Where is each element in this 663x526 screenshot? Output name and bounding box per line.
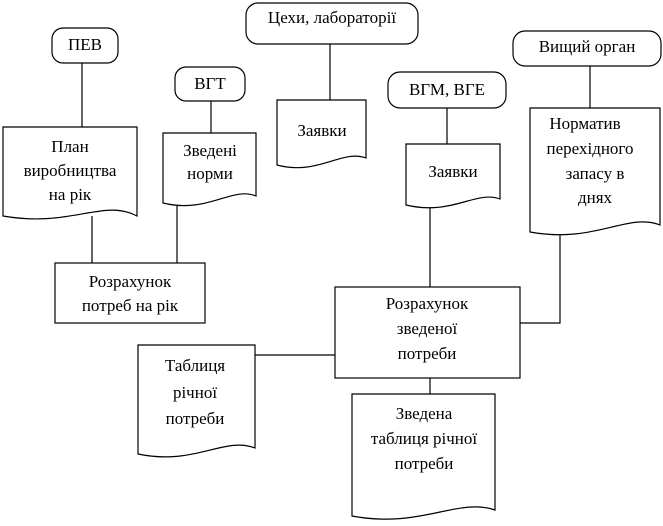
- doc-consolidated-annual-table-line-2: таблиця річної: [371, 429, 478, 448]
- doc-annual-need-table-frame: [137, 344, 256, 458]
- doc-requests-1: Заявки: [276, 99, 367, 169]
- node-vgt-label: ВГТ: [194, 74, 226, 93]
- doc-transition-stock-norm-line-2: перехідного: [547, 139, 634, 158]
- doc-transition-stock-norm: Норматив перехідного запасу в днях: [529, 107, 661, 236]
- doc-requests-2: Заявки: [405, 143, 501, 209]
- process-annual-need-calc: Розрахунок потреб на рік: [54, 262, 206, 324]
- node-higher-body: Вищий орган: [512, 30, 662, 67]
- process-annual-need-calc-line-1: Розрахунок: [89, 272, 172, 291]
- doc-consolidated-norms-line-1: Зведені: [183, 141, 237, 160]
- node-vgt: ВГТ: [174, 66, 246, 102]
- doc-transition-stock-norm-line-4: днях: [578, 188, 613, 207]
- node-vgm-vge-frame: [387, 71, 507, 109]
- doc-annual-need-table-line-3: потреби: [166, 409, 225, 428]
- connector-norm-consolidated: [520, 230, 561, 324]
- doc-transition-stock-norm-line-3: запасу в: [566, 164, 625, 183]
- doc-consolidated-norms: Зведені норми: [162, 132, 257, 207]
- process-consolidated-need-calc-line-1: Розрахунок: [386, 294, 469, 313]
- doc-consolidated-norms-line-2: норми: [187, 164, 233, 183]
- doc-consolidated-annual-table: Зведена таблиця річної потреби: [351, 393, 496, 520]
- doc-annual-need-table: Таблиця річної потреби: [137, 344, 256, 458]
- doc-consolidated-annual-table-line-3: потреби: [395, 454, 454, 473]
- doc-requests-1-frame: [276, 99, 367, 169]
- node-pev-label: ПЕВ: [68, 35, 102, 54]
- node-higher-body-label: Вищий орган: [539, 37, 636, 56]
- doc-transition-stock-norm-line-1: Норматив: [549, 114, 620, 133]
- doc-transition-stock-norm-frame: [529, 107, 661, 236]
- doc-requests-2-line-1: Заявки: [428, 162, 477, 181]
- doc-consolidated-annual-table-line-1: Зведена: [396, 404, 453, 423]
- process-consolidated-need-calc-line-3: потреби: [398, 344, 457, 363]
- node-vgm-vge-label: ВГМ, ВГЕ: [409, 80, 485, 99]
- doc-requests-1-line-1: Заявки: [297, 121, 346, 140]
- node-workshops-frame: [245, 2, 419, 45]
- process-annual-need-calc-frame: [54, 262, 206, 324]
- node-workshops: Цехи, лабораторії: [245, 2, 419, 45]
- process-consolidated-need-calc: Розрахунок зведеної потреби: [334, 286, 521, 379]
- doc-consolidated-annual-table-frame: [351, 393, 496, 520]
- doc-requests-2-frame: [405, 143, 501, 209]
- doc-production-plan-line-3: на рік: [49, 185, 92, 204]
- process-consolidated-need-calc-frame: [334, 286, 521, 379]
- doc-production-plan-line-2: виробництва: [24, 161, 117, 180]
- node-higher-body-frame: [512, 30, 662, 67]
- doc-production-plan-frame: [2, 126, 138, 220]
- node-pev: ПЕВ: [51, 27, 119, 64]
- connectors: [81, 44, 591, 394]
- doc-consolidated-norms-frame: [162, 132, 257, 207]
- process-annual-need-calc-line-2: потреб на рік: [82, 296, 179, 315]
- node-workshops-label: Цехи, лабораторії: [268, 8, 396, 27]
- node-vgm-vge: ВГМ, ВГЕ: [387, 71, 507, 109]
- doc-annual-need-table-line-1: Таблиця: [165, 356, 225, 375]
- doc-production-plan: План виробництва на рік: [2, 126, 138, 220]
- node-pev-frame: [51, 27, 119, 64]
- doc-annual-need-table-line-2: річної: [173, 383, 217, 402]
- doc-production-plan-line-1: План: [51, 137, 88, 156]
- process-consolidated-need-calc-line-2: зведеної: [397, 319, 458, 338]
- node-vgt-frame: [174, 66, 246, 102]
